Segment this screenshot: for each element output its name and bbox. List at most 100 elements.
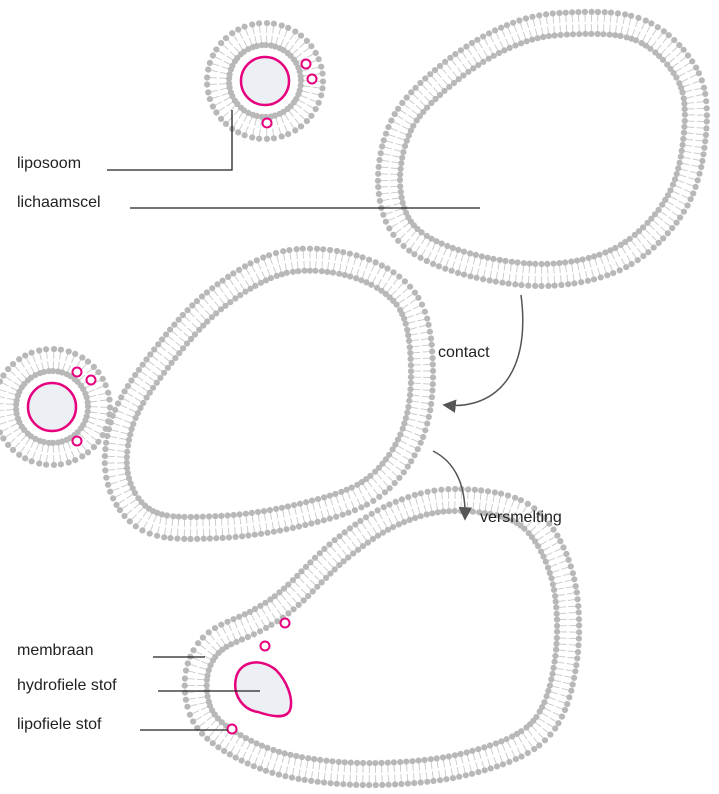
lipid-head — [602, 9, 608, 15]
lipid-tail — [310, 99, 316, 102]
lipid-tail — [6, 377, 12, 381]
lipid-head — [390, 524, 396, 530]
lipid-head — [215, 744, 221, 750]
lipid-tail — [464, 766, 466, 773]
lipid-tail — [687, 69, 693, 72]
lipid-tail — [482, 761, 484, 767]
lipid-head — [200, 514, 206, 520]
lipid-tail — [286, 591, 291, 596]
label-lipophilic: lipofiele stof — [17, 716, 102, 733]
lipid-head — [342, 759, 348, 765]
lipid-head — [170, 513, 176, 519]
lipid-tail — [204, 727, 209, 732]
lipid-head — [435, 509, 441, 515]
lipid-tail — [372, 265, 375, 271]
lipid-head — [527, 261, 533, 267]
lipid-head — [548, 575, 554, 581]
lipid-head — [563, 551, 569, 557]
lipid-tail — [498, 263, 499, 270]
lipid-tail — [595, 259, 597, 265]
lipid-head — [432, 67, 438, 73]
lipid-head — [348, 760, 354, 766]
lipid-head — [102, 460, 108, 466]
lipid-tail — [679, 73, 685, 76]
lipid-head — [399, 155, 405, 161]
lipid-tail — [99, 419, 106, 420]
lipid-tail — [337, 774, 338, 781]
lipid-tail — [545, 708, 551, 711]
lipid-head — [661, 28, 667, 34]
lipid-tail — [492, 262, 493, 269]
lipid-tail — [583, 263, 585, 270]
lipid-tail — [14, 382, 20, 386]
lipid-tail — [503, 744, 505, 750]
lipid-tail — [411, 334, 418, 335]
lipid-head — [347, 273, 353, 279]
lipid-head — [498, 25, 504, 31]
lipid-head — [589, 9, 595, 15]
lipid-tail — [557, 588, 564, 589]
lipid-tail — [21, 436, 26, 441]
lipid-head — [437, 777, 443, 783]
lipid-tail — [560, 266, 561, 273]
lipid-tail — [149, 361, 154, 365]
lipid-tail — [427, 81, 431, 86]
lipid-head — [418, 490, 424, 496]
lipid-head — [135, 495, 141, 501]
lipid-tail — [697, 102, 704, 103]
lipid-head — [124, 465, 130, 471]
lipid-tail — [508, 742, 511, 748]
lipid-tail — [419, 764, 420, 771]
lipid-head — [696, 70, 702, 76]
lipid-head — [295, 268, 301, 274]
lipid-tail — [360, 260, 362, 266]
lipid-tail — [401, 441, 407, 444]
lipid-head — [428, 401, 434, 407]
lipid-tail — [568, 651, 575, 652]
lipid-head — [194, 514, 200, 520]
lipid-tail — [680, 175, 686, 177]
lipid-tail — [227, 102, 233, 106]
lipid-head — [228, 641, 234, 647]
lipid-tail — [246, 517, 247, 524]
lipid-head — [437, 63, 443, 69]
lipid-tail — [429, 92, 434, 97]
lipid-head — [283, 526, 289, 532]
lipid-head — [303, 564, 309, 570]
lipid-head — [699, 77, 705, 83]
lipid-tail — [124, 490, 130, 493]
lipid-tail — [60, 353, 61, 360]
lipid-tail — [129, 409, 135, 412]
lipophilic-particle — [261, 642, 270, 651]
lipid-tail — [566, 670, 573, 671]
lipid-head — [107, 489, 113, 495]
lipid-head — [450, 245, 456, 251]
lipid-tail — [189, 671, 196, 673]
lipid-head — [547, 732, 553, 738]
lipid-head — [206, 629, 212, 635]
body-cell-membrane-top — [375, 9, 710, 289]
lipid-tail — [10, 438, 15, 443]
lipid-head — [516, 17, 522, 23]
lipid-head — [243, 735, 249, 741]
lipid-head — [419, 302, 425, 308]
lipid-tail — [653, 30, 657, 36]
lipid-head — [312, 268, 318, 274]
lipid-tail — [109, 443, 116, 444]
lipid-tail — [362, 535, 366, 541]
lipid-tail — [566, 266, 567, 273]
lipid-tail — [204, 299, 208, 304]
lipid-tail — [520, 24, 522, 30]
lipid-head — [377, 198, 383, 204]
lipid-tail — [134, 382, 140, 386]
lipid-tail — [549, 537, 555, 540]
lipid-tail — [208, 651, 213, 655]
lipid-tail — [262, 272, 265, 278]
lipid-head — [295, 776, 301, 782]
lipid-tail — [534, 531, 539, 535]
lipid-tail — [468, 60, 472, 66]
lipid-tail — [303, 91, 310, 93]
lipid-head — [415, 446, 421, 452]
lipid-head — [671, 37, 677, 43]
lipid-tail — [117, 468, 124, 469]
